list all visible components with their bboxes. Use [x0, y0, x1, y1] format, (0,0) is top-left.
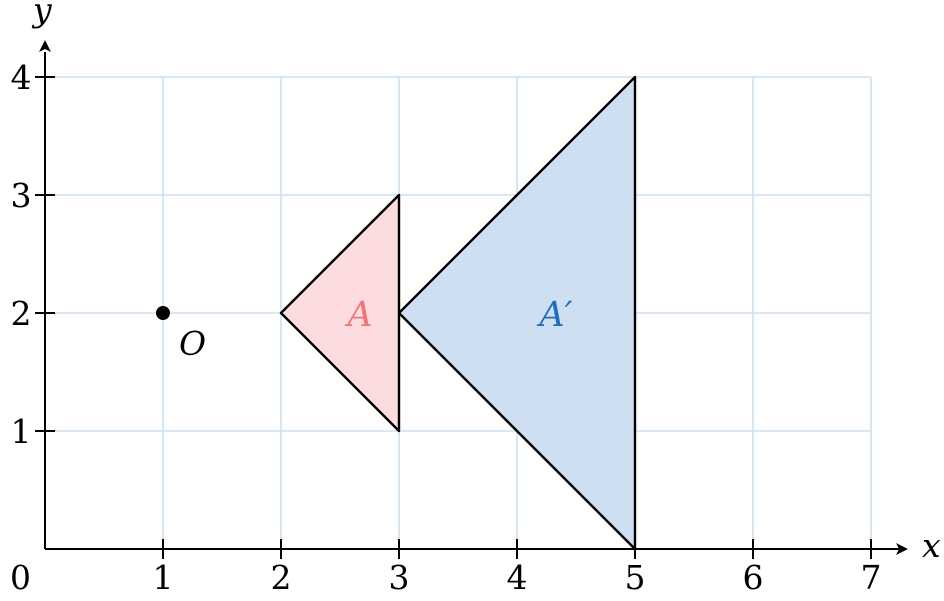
x-tick-label: 6: [743, 558, 764, 597]
x-tick-label: 3: [389, 558, 410, 597]
point-o-marker: [156, 306, 170, 320]
x-tick-label: 1: [153, 558, 174, 597]
triangle-a-prime: [397, 75, 637, 551]
triangle-a-prime-label: A′: [536, 295, 572, 335]
shapes: A A′: [279, 75, 637, 551]
x-tick-label: 5: [625, 558, 646, 597]
x-tick-label: 2: [271, 558, 292, 597]
points: O: [156, 306, 206, 363]
x-axis-arrowhead: [896, 543, 908, 555]
axes: [39, 40, 908, 555]
x-axis-label: x: [922, 526, 941, 565]
triangle-a-label: A: [344, 295, 372, 335]
point-o-label: O: [179, 324, 206, 363]
y-axis-arrowhead: [39, 40, 51, 52]
y-tick-label: 2: [11, 294, 32, 333]
x-tick-label: 7: [861, 558, 882, 597]
labels: x y 0: [10, 0, 941, 597]
ticks: 1 2 3 4 5 6 7 1 2 3 4: [11, 58, 882, 597]
y-axis-label: y: [31, 0, 52, 29]
y-tick-label: 4: [11, 58, 32, 97]
triangle-a: [279, 193, 401, 433]
origin-label: 0: [10, 558, 31, 597]
x-tick-label: 4: [507, 558, 528, 597]
y-tick-label: 1: [11, 412, 32, 451]
y-tick-label: 3: [11, 176, 32, 215]
